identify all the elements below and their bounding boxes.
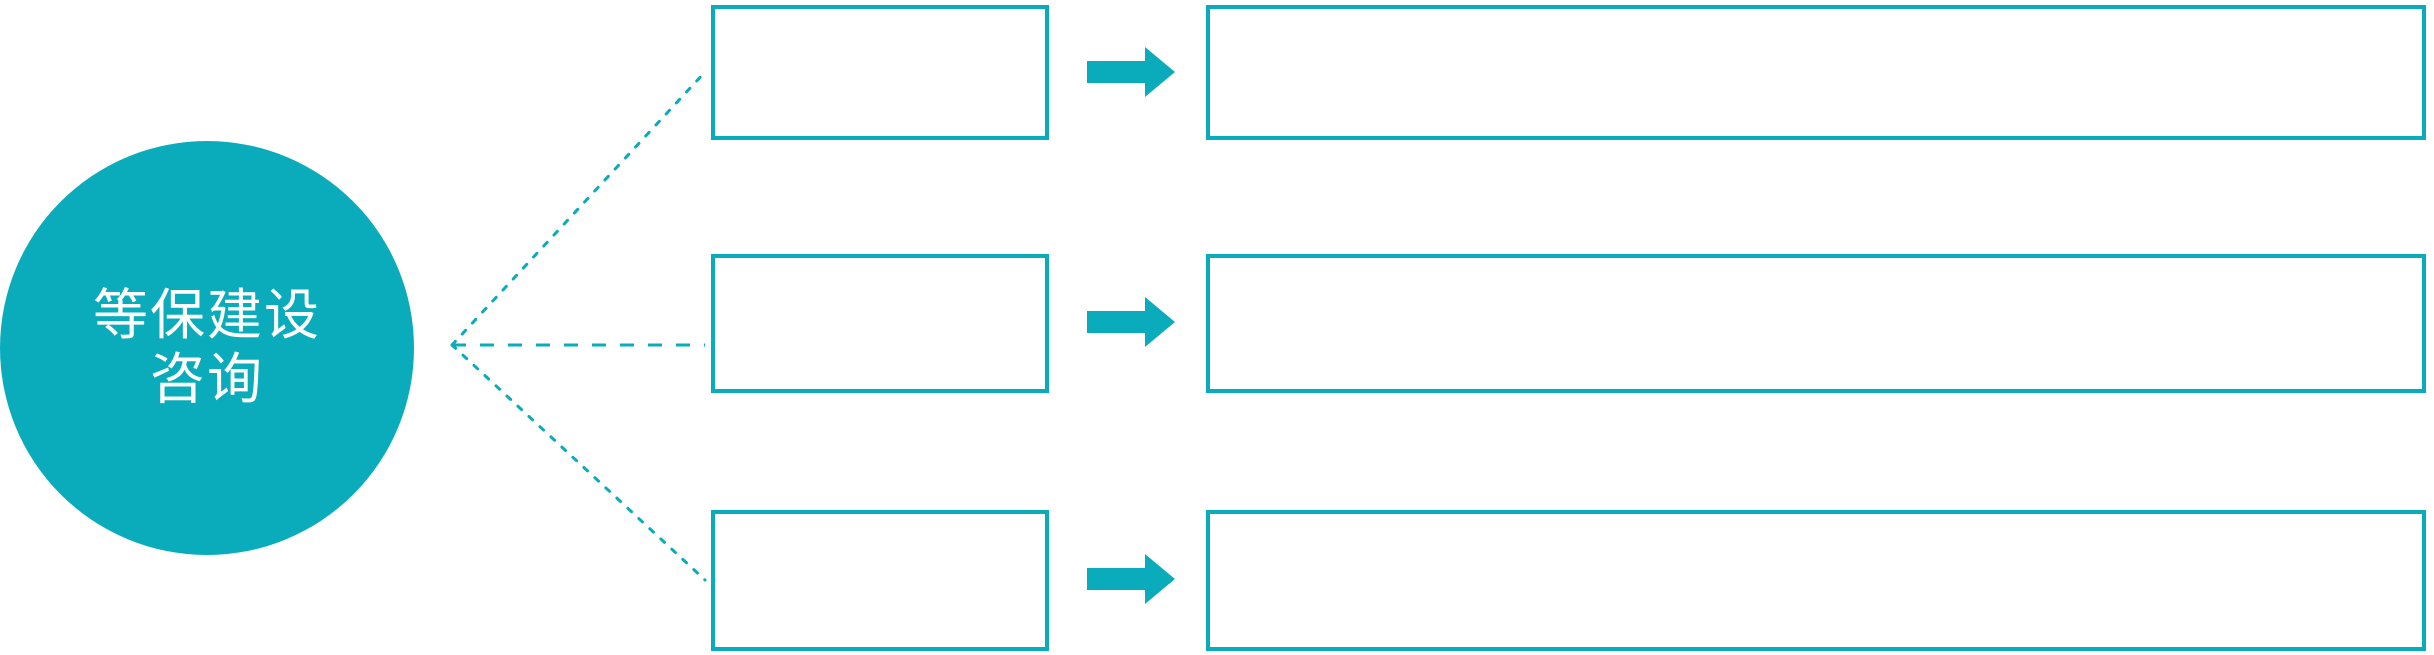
stage-box-row-2-label (715, 258, 1045, 389)
stage-box-row-3-label (715, 514, 1045, 647)
detail-box-row-3[interactable] (1206, 510, 2426, 651)
detail-box-row-2[interactable] (1206, 254, 2426, 393)
detail-box-row-1[interactable] (1206, 5, 2426, 140)
stage-box-row-1[interactable] (711, 5, 1049, 140)
detail-box-row-1-label (1210, 9, 2422, 136)
connector-line-row-3 (450, 343, 707, 582)
detail-box-row-2-label (1210, 258, 2422, 389)
hub-title-line-1: 等保建设 (92, 284, 321, 347)
stage-box-row-2[interactable] (711, 254, 1049, 393)
arrow-right-icon-row-3 (1087, 554, 1175, 604)
stage-box-row-1-label (715, 9, 1045, 136)
hub-circle[interactable]: 等保建设 咨询 (0, 141, 414, 555)
connector-line-row-1 (450, 70, 707, 347)
detail-box-row-3-label (1210, 514, 2422, 647)
hub-title-line-2: 咨询 (149, 348, 264, 410)
arrow-right-icon-row-1 (1087, 47, 1175, 97)
arrow-right-icon-row-2 (1087, 297, 1175, 347)
stage-box-row-3[interactable] (711, 510, 1049, 651)
